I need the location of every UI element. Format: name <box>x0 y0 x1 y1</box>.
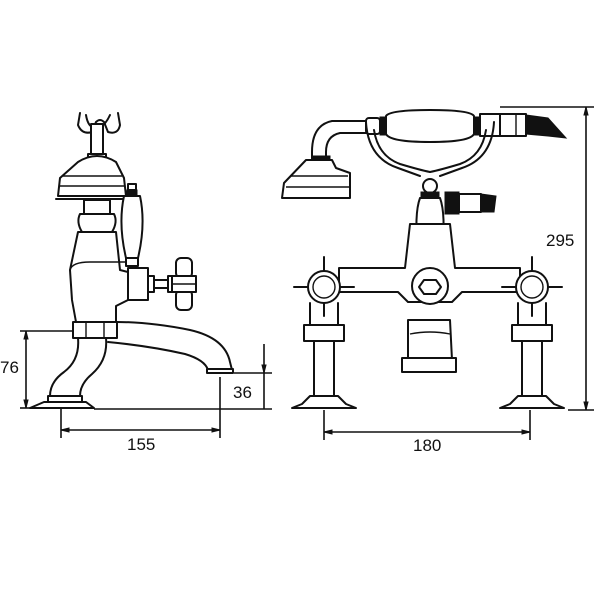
front-view <box>281 109 568 409</box>
dimension-centres: 180 <box>413 436 442 455</box>
inlet-leg <box>29 337 108 409</box>
side-dimension-lines <box>20 330 272 438</box>
dimension-spout-height: 36 <box>233 383 252 402</box>
hose-connector <box>444 191 497 215</box>
dimension-inlet-height: 76 <box>0 358 19 377</box>
spout <box>72 321 234 374</box>
right-crosshead <box>499 256 565 409</box>
handset-cradle-front <box>365 121 495 177</box>
handset-bell <box>55 155 129 200</box>
valve-body <box>69 199 129 323</box>
dimension-overall-height: 295 <box>546 231 575 250</box>
cross-head-side <box>127 257 197 311</box>
handset-cradle <box>77 112 121 160</box>
front-dimension-lines <box>323 106 594 440</box>
dimension-spout-projection: 155 <box>127 435 156 454</box>
shower-handset <box>281 109 568 199</box>
left-crosshead <box>291 256 357 409</box>
spout-front <box>401 319 457 373</box>
side-view <box>29 112 234 409</box>
bridge-body <box>338 223 521 305</box>
lever-handle <box>120 183 144 267</box>
